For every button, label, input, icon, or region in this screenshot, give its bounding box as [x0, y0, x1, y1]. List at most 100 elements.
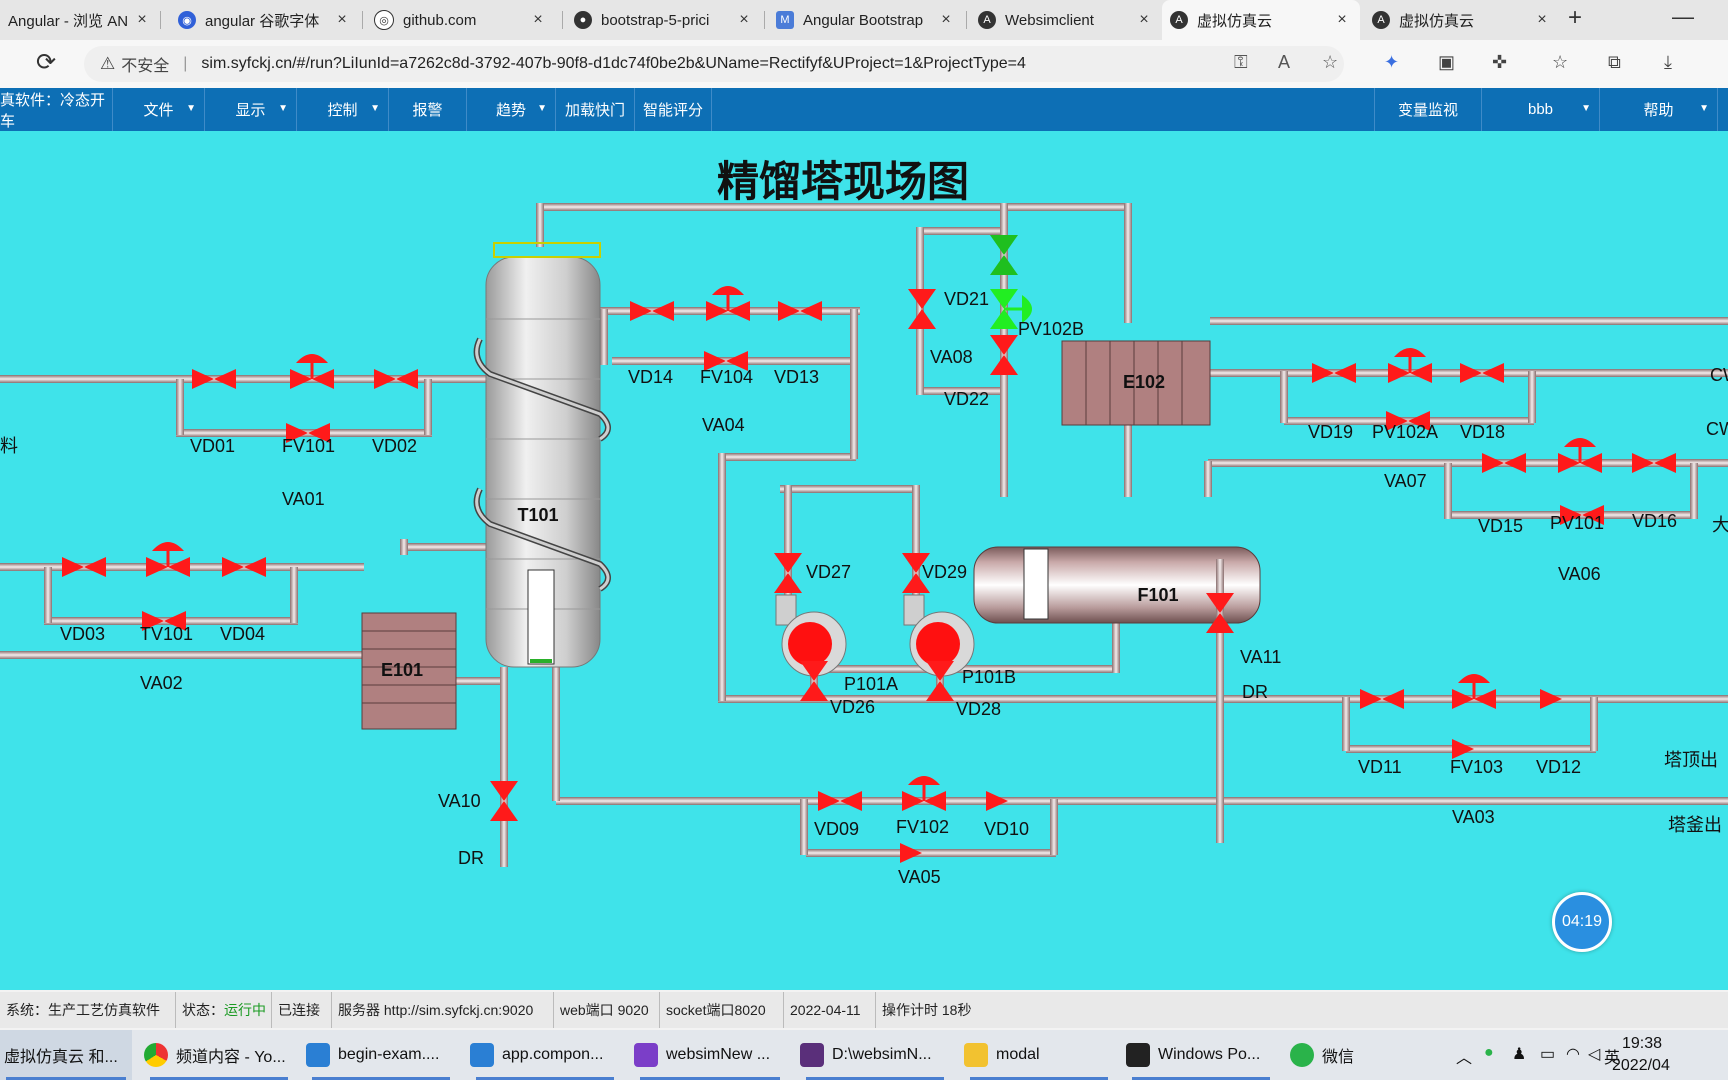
browser-tab-active[interactable]: A 虚拟仿真云 ×: [1162, 0, 1360, 40]
valve-vd22[interactable]: [990, 335, 1018, 375]
browser-tab[interactable]: ● bootstrap-5-prici ×: [566, 0, 762, 40]
close-icon[interactable]: ×: [1537, 11, 1547, 28]
valve-vd19[interactable]: [1312, 363, 1356, 383]
key-icon[interactable]: ⚿: [1234, 52, 1248, 72]
valve-vd26[interactable]: [800, 661, 828, 701]
task-chrome[interactable]: 频道内容 - Yo...: [144, 1030, 294, 1080]
favorite-icon[interactable]: ☆: [1322, 52, 1339, 72]
browser-tab[interactable]: A Websimclient ×: [970, 0, 1162, 40]
menu-control[interactable]: 控制▼: [297, 88, 389, 131]
valve-vd02[interactable]: [374, 369, 418, 389]
tower-t101[interactable]: T101: [473, 242, 611, 668]
collections-icon[interactable]: ⧉: [1608, 52, 1621, 72]
menu-file[interactable]: 文件▼: [113, 88, 205, 131]
volume-icon[interactable]: ◁: [1588, 1046, 1601, 1063]
valve-va08[interactable]: [908, 289, 936, 329]
menu-display[interactable]: 显示▼: [205, 88, 297, 131]
task-visual-studio[interactable]: websimNew ...: [634, 1030, 786, 1080]
valve-va06[interactable]: [1560, 505, 1604, 525]
valve-pv101[interactable]: [1558, 438, 1602, 473]
browser-tab[interactable]: ◎ github.com ×: [366, 0, 556, 40]
task-wechat[interactable]: 微信: [1290, 1030, 1380, 1080]
close-icon[interactable]: ×: [137, 11, 147, 28]
wechat-tray-icon[interactable]: ●: [1484, 1044, 1494, 1061]
valve-vd09[interactable]: [818, 791, 862, 811]
valve-vd21[interactable]: [990, 235, 1018, 275]
menu-user[interactable]: bbb▼: [1482, 88, 1600, 131]
browser-tab[interactable]: A 虚拟仿真云 ×: [1364, 0, 1560, 40]
battery-icon[interactable]: ▭: [1540, 1046, 1556, 1063]
menu-snapshot[interactable]: 加载快门: [556, 88, 635, 131]
drum-f101[interactable]: F101: [973, 546, 1261, 624]
valve-vd27[interactable]: [774, 553, 802, 593]
clock-date[interactable]: 2022/04: [1612, 1057, 1670, 1074]
close-icon[interactable]: ×: [533, 11, 543, 28]
close-icon[interactable]: ×: [941, 11, 951, 28]
puzzle-icon[interactable]: ✜: [1492, 52, 1508, 72]
qq-icon[interactable]: ♟: [1512, 1046, 1527, 1063]
valve-vd03[interactable]: [62, 557, 106, 577]
valve-vd28[interactable]: [926, 661, 954, 701]
new-tab-button[interactable]: +: [1568, 4, 1583, 31]
valve-va01[interactable]: [286, 423, 330, 443]
download-icon[interactable]: ⤓: [1664, 52, 1672, 72]
wifi-icon[interactable]: ◠: [1566, 1046, 1580, 1063]
minimize-button[interactable]: —: [1672, 4, 1694, 29]
valve-va10[interactable]: [490, 781, 518, 821]
browser-tab[interactable]: Angular - 浏览 AN ×: [0, 0, 160, 40]
valve-vd01[interactable]: [192, 369, 236, 389]
valve-vd11[interactable]: [1360, 689, 1404, 709]
valve-va02[interactable]: [142, 611, 186, 631]
read-aloud-icon[interactable]: A: [1278, 52, 1291, 72]
valve-tv101[interactable]: [146, 542, 190, 577]
valve-fv104[interactable]: [706, 286, 750, 321]
valve-va05[interactable]: [900, 843, 944, 863]
task-terminal[interactable]: D:\websimN...: [800, 1030, 950, 1080]
valve-va07[interactable]: [1386, 411, 1430, 431]
valve-pv102a[interactable]: [1388, 348, 1432, 383]
valve-pv102b[interactable]: [990, 289, 1032, 329]
extension-icon[interactable]: ▣: [1438, 52, 1456, 72]
task-vscode-1[interactable]: begin-exam....: [306, 1030, 456, 1080]
valve-vd04[interactable]: [222, 557, 266, 577]
task-powershell[interactable]: Windows Po...: [1126, 1030, 1276, 1080]
task-explorer[interactable]: modal: [964, 1030, 1114, 1080]
valve-vd13[interactable]: [778, 301, 822, 321]
close-icon[interactable]: ×: [739, 11, 749, 28]
valve-vd29[interactable]: [902, 553, 930, 593]
valve-fv102[interactable]: [902, 776, 946, 811]
valve-vd16[interactable]: [1632, 453, 1676, 473]
refresh-icon[interactable]: ⟳: [36, 49, 57, 76]
favorites-icon[interactable]: ☆: [1552, 52, 1569, 72]
menu-alarm[interactable]: 报警: [389, 88, 467, 131]
valve-vd14[interactable]: [630, 301, 674, 321]
valve-vd15[interactable]: [1482, 453, 1526, 473]
extension-icon[interactable]: ✦: [1384, 52, 1400, 72]
valve-vd18[interactable]: [1460, 363, 1504, 383]
close-icon[interactable]: ×: [1139, 11, 1149, 28]
valve-vd12[interactable]: [1540, 689, 1584, 709]
close-icon[interactable]: ×: [1337, 11, 1347, 28]
menu-help[interactable]: 帮助▼: [1600, 88, 1718, 131]
valve-va11[interactable]: [1206, 559, 1234, 679]
task-edge[interactable]: 虚拟仿真云 和...: [0, 1030, 132, 1080]
timer-badge[interactable]: 04:19: [1552, 892, 1612, 952]
valve-va04[interactable]: [704, 351, 748, 371]
valve-fv103[interactable]: [1452, 674, 1496, 709]
menu-variable-monitor[interactable]: 变量监视: [1374, 88, 1482, 131]
exchanger-e101[interactable]: E101: [361, 612, 457, 730]
browser-tab[interactable]: M Angular Bootstrap ×: [768, 0, 964, 40]
valve-vd10[interactable]: [986, 791, 1030, 811]
url-field[interactable]: ⚠ 不安全 | sim.syfckj.cn/#/run?LiIunId=a726…: [84, 46, 1344, 82]
chevron-up-icon[interactable]: ︿: [1456, 1050, 1473, 1067]
valve-fv101[interactable]: [290, 354, 334, 389]
task-vscode-2[interactable]: app.compon...: [470, 1030, 620, 1080]
menu-scoring[interactable]: 智能评分: [635, 88, 712, 131]
pump-p101a[interactable]: P101A: [775, 594, 898, 699]
exchanger-e102[interactable]: E102: [1061, 340, 1211, 426]
clock-time[interactable]: 19:38: [1622, 1035, 1663, 1052]
menu-software[interactable]: 真软件：冷态开车: [0, 88, 113, 131]
close-icon[interactable]: ×: [337, 11, 347, 28]
browser-tab[interactable]: ◉ angular 谷歌字体 ×: [170, 0, 360, 40]
menu-trend[interactable]: 趋势▼: [467, 88, 556, 131]
